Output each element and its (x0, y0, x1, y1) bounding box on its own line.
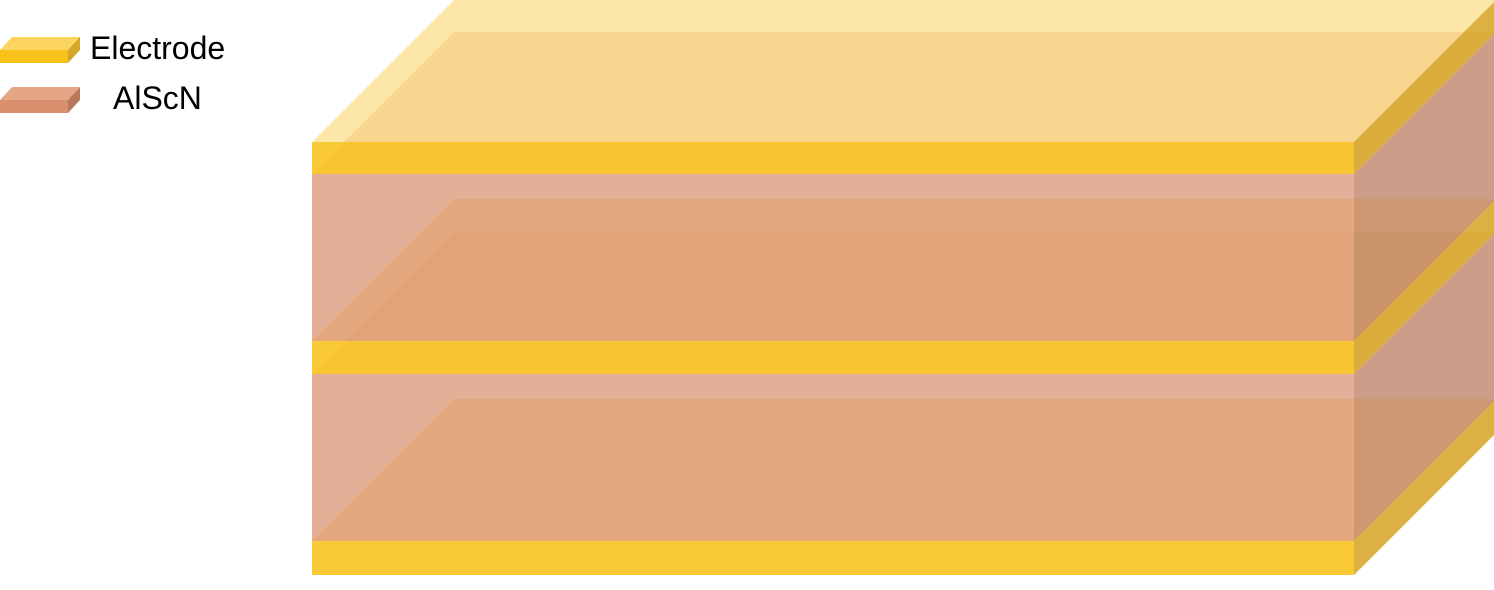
legend-label-electrode: Electrode (90, 30, 226, 66)
electrode-layer-1-front (312, 541, 1354, 575)
electrode-layer-1-side (1354, 401, 1494, 575)
electrode-layer-3-side (1354, 201, 1494, 374)
electrode-layer-3-front (312, 341, 1354, 374)
alscn-layer-2-front (312, 374, 1354, 541)
electrode-swatch-icon (0, 37, 80, 63)
electrode-swatch-side (68, 37, 80, 63)
alscn-swatch-side (68, 87, 80, 113)
legend-item-alscn: AlScN (0, 78, 300, 118)
electrode-layer-5-side (1354, 2, 1494, 174)
legend-item-electrode: Electrode (0, 28, 300, 68)
alscn-layer-2-side (1354, 234, 1494, 541)
alscn-swatch-top (0, 87, 80, 100)
alscn-layer-4-side (1354, 34, 1494, 341)
electrode-layer-5-top (312, 0, 1494, 142)
alscn-swatch-icon (0, 87, 80, 113)
electrode-swatch-front (0, 50, 68, 63)
electrode-layer-5-front (312, 142, 1354, 174)
legend-label-alscn: AlScN (113, 80, 202, 116)
alscn-swatch-front (0, 100, 68, 113)
electrode-swatch-top (0, 37, 80, 50)
legend: Electrode AlScN (0, 0, 300, 130)
alscn-layer-4-front (312, 174, 1354, 341)
